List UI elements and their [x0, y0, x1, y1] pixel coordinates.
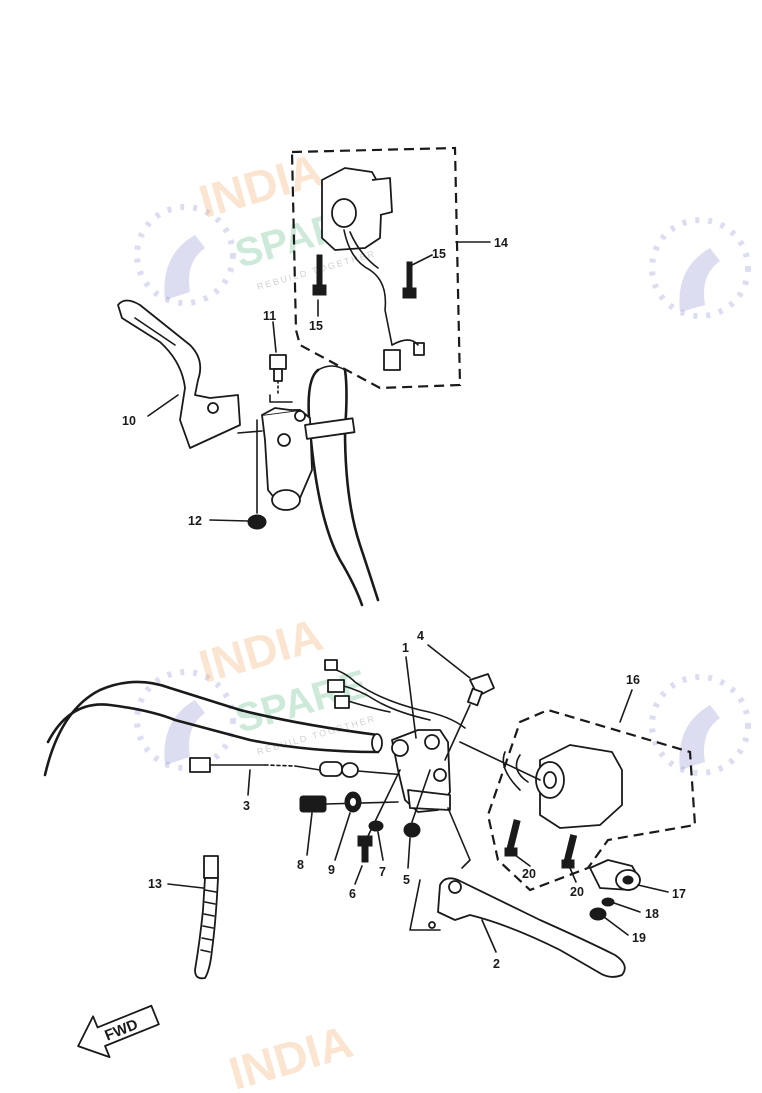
washer-7: [368, 820, 384, 832]
callout-20: 20: [570, 885, 584, 899]
callout-17: 17: [672, 887, 686, 901]
callout-15: 15: [309, 319, 323, 333]
wrench-icon: [164, 235, 205, 300]
cable-connector: [189, 757, 211, 773]
wrench-circle-icon: [649, 217, 751, 319]
lever-holder-top: [237, 407, 356, 511]
screw-19: [589, 907, 607, 921]
wrench-circle-icon: [134, 204, 236, 306]
switch-assembly-14: [290, 146, 462, 390]
callout-15: 15: [432, 247, 446, 261]
nut-5: [403, 769, 431, 838]
callout-16: 16: [626, 673, 640, 687]
clutch-lever-10: [117, 299, 241, 449]
callout-5: 5: [403, 873, 410, 887]
callout-9: 9: [328, 863, 335, 877]
callout-20: 20: [522, 867, 536, 881]
handlebar-top: [307, 365, 380, 607]
callout-8: 8: [297, 858, 304, 872]
switch-assembly-16: [459, 708, 697, 892]
wrench-icon: [679, 248, 720, 312]
lever-holder-1: [391, 729, 451, 813]
cable-3: [189, 757, 406, 778]
cable-tie-13: [194, 855, 219, 980]
watermark-line1: INDIA: [223, 1015, 358, 1093]
callout-12: 12: [188, 514, 202, 528]
callout-10: 10: [122, 414, 136, 428]
brake-lever-2: [409, 807, 626, 978]
watermark-right-middle: [649, 674, 751, 776]
leader-lines: [147, 241, 669, 953]
callout-18: 18: [645, 907, 659, 921]
handlebar-switch-right: [539, 744, 623, 829]
wire-harness: [324, 659, 466, 729]
wrench-icon: [164, 700, 205, 765]
wrench-icon: [679, 705, 720, 770]
wrench-circle-icon: [649, 674, 751, 776]
handlebar-bottom: [43, 680, 383, 777]
bolt-4: [444, 673, 495, 761]
nut-12: [247, 419, 267, 530]
wrench-circle-icon: [134, 669, 236, 771]
callout-14: 14: [494, 236, 508, 250]
callout-labels: 14 15 15 11 10 12 1 4 16 3 8 9 6 7 5 13 …: [122, 236, 686, 971]
tie-head: [203, 855, 219, 879]
switch-17: [589, 859, 641, 891]
connector-plug: [383, 349, 401, 371]
washer-18: [601, 897, 615, 907]
fwd-arrow-icon: FWD: [77, 1004, 160, 1059]
callout-3: 3: [243, 799, 250, 813]
callout-13: 13: [148, 877, 162, 891]
washer-9: [344, 791, 362, 813]
bolt-11: [269, 354, 293, 403]
screw-8: [299, 795, 399, 813]
watermark-bottom: INDIA: [223, 1015, 358, 1093]
callout-6: 6: [349, 887, 356, 901]
watermark-right-top: [649, 217, 751, 319]
callout-19: 19: [632, 931, 646, 945]
callout-11: 11: [263, 309, 276, 323]
callout-4: 4: [417, 629, 424, 643]
bolt-6: [357, 769, 401, 863]
callout-2: 2: [493, 957, 500, 971]
callout-7: 7: [379, 865, 386, 879]
callout-1: 1: [402, 641, 409, 655]
